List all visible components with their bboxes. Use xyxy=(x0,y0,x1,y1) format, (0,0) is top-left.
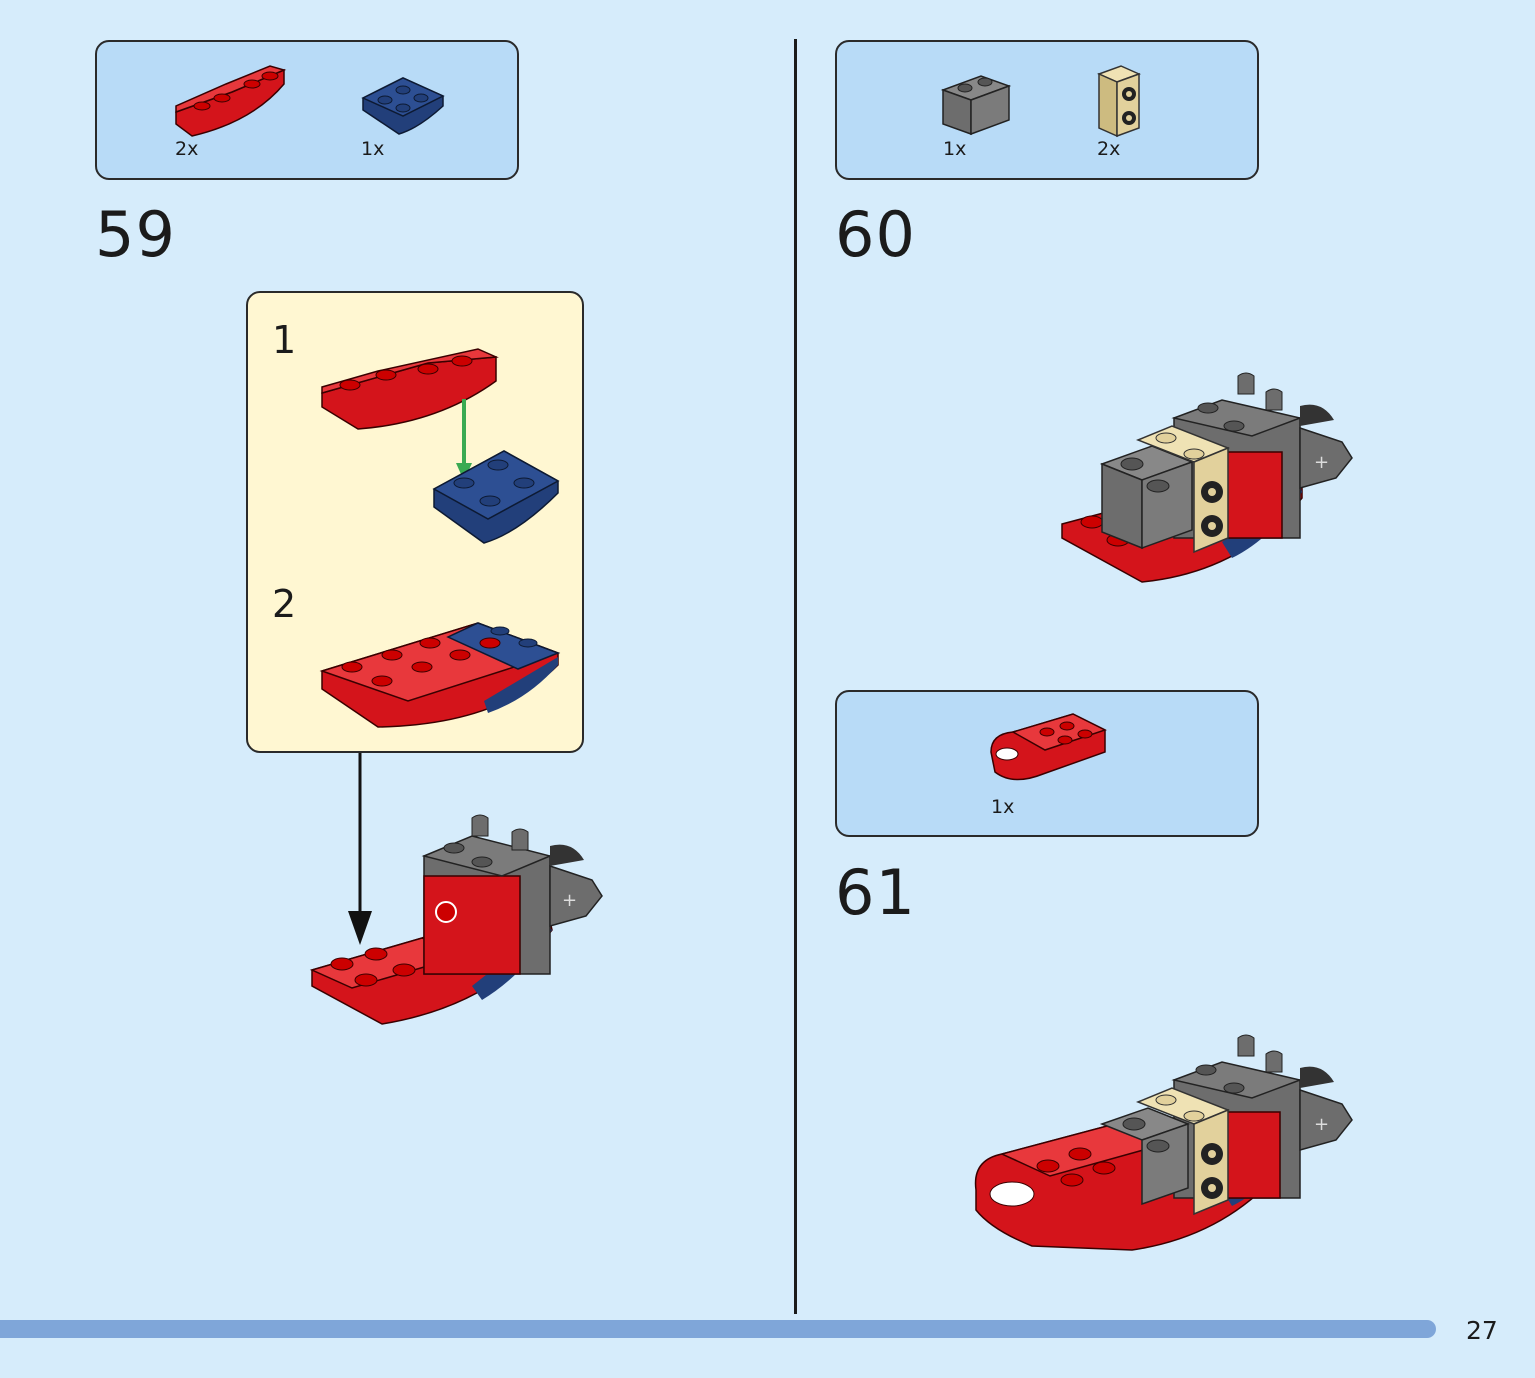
red-slope-onto-blue-slope-icon xyxy=(321,348,560,544)
part-qty: 1x xyxy=(991,796,1015,818)
red-blue-sub-assembly-icon xyxy=(319,622,561,728)
part-qty: 1x xyxy=(943,138,967,160)
svg-text:+: + xyxy=(1314,452,1329,473)
step-60-model-icon: + xyxy=(1061,372,1353,583)
red-curved-inverted-slope-icon xyxy=(175,65,287,137)
part-qty: 2x xyxy=(1097,138,1121,160)
step-number: 60 xyxy=(835,198,916,271)
svg-text:+: + xyxy=(1314,1114,1329,1135)
parts-box-step-59: 2x 1x xyxy=(95,40,519,180)
dark-blue-inverted-curved-slope-icon xyxy=(361,77,445,135)
substep-box: 1 2 xyxy=(246,291,584,753)
step-number: 61 xyxy=(835,856,916,929)
svg-text:+: + xyxy=(562,890,577,911)
page-number: 27 xyxy=(1466,1316,1498,1345)
step-61-model-icon: + xyxy=(974,1034,1353,1251)
substep-number: 1 xyxy=(272,318,297,362)
substep-number: 2 xyxy=(272,582,297,626)
placement-arrow-icon xyxy=(348,753,372,945)
page-divider xyxy=(794,39,797,1314)
part-qty: 1x xyxy=(361,138,385,160)
step-59-model-icon: + xyxy=(309,814,603,1025)
parts-box-step-61: 1x xyxy=(835,690,1259,837)
gray-brick-1x2-icon xyxy=(940,75,1012,136)
step-number: 59 xyxy=(95,198,176,271)
tan-brick-with-studs-on-side-icon xyxy=(1096,65,1142,138)
part-qty: 2x xyxy=(175,138,199,160)
parts-box-step-60: 1x 2x xyxy=(835,40,1259,180)
progress-bar xyxy=(0,1320,1436,1338)
red-plate-with-clip-icon xyxy=(990,713,1107,781)
